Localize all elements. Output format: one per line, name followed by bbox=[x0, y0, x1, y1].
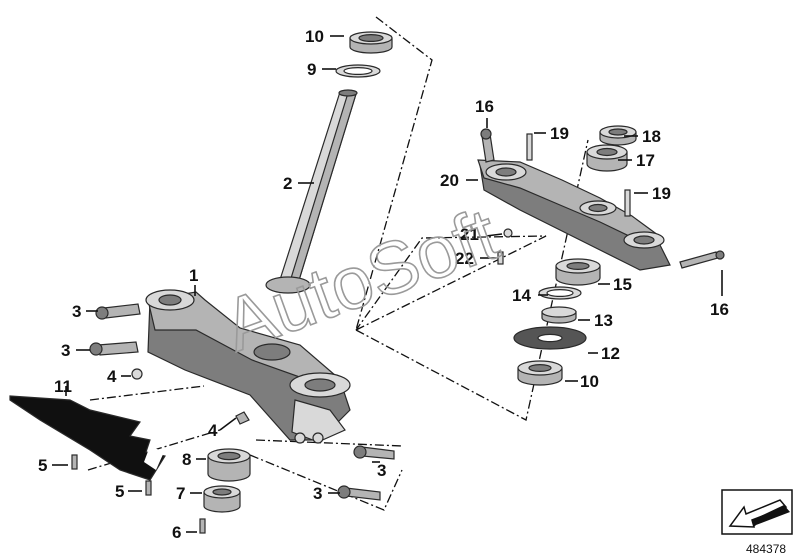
part-screws bbox=[71, 454, 206, 534]
callout-6: 6 bbox=[172, 523, 181, 542]
callout-20: 20 bbox=[440, 171, 459, 190]
callout-5-lower: 5 bbox=[115, 482, 124, 501]
callout-10-bottom: 10 bbox=[580, 372, 599, 391]
part-bridge-bolts bbox=[480, 128, 725, 269]
callout-10-top: 10 bbox=[305, 27, 324, 46]
callout-4-left: 4 bbox=[107, 367, 117, 386]
callout-17: 17 bbox=[636, 151, 655, 170]
part-small-bolts bbox=[131, 368, 250, 425]
part-seal-ring bbox=[335, 64, 381, 78]
callout-14: 14 bbox=[512, 286, 531, 305]
part-bearing-top bbox=[349, 31, 393, 54]
callout-19-right: 19 bbox=[652, 184, 671, 203]
part-lower-stack bbox=[513, 258, 601, 386]
callout-3-lower-right: 3 bbox=[377, 461, 386, 480]
part-upper-bearings bbox=[586, 125, 637, 172]
callout-3-upper: 3 bbox=[72, 302, 81, 321]
callout-7: 7 bbox=[176, 484, 185, 503]
corner-reference-box: 484378 bbox=[721, 489, 793, 556]
callout-1: 1 bbox=[189, 266, 198, 285]
callout-4-lower: 4 bbox=[208, 421, 218, 440]
callout-16-top: 16 bbox=[475, 97, 494, 116]
part-upper-fork-bridge bbox=[477, 159, 671, 271]
callout-21: 21 bbox=[460, 225, 479, 244]
callout-18: 18 bbox=[642, 127, 661, 146]
part-lower-fork-bridge bbox=[145, 289, 351, 444]
callout-12: 12 bbox=[601, 344, 620, 363]
callout-16-right: 16 bbox=[710, 300, 729, 319]
leader-lines bbox=[52, 35, 723, 533]
part-small-fasteners bbox=[497, 228, 513, 265]
callout-labels: 10 9 2 1 3 3 4 11 4 8 5 3 7 5 3 6 16 19 … bbox=[38, 27, 729, 542]
callout-13: 13 bbox=[594, 311, 613, 330]
part-lower-bearing bbox=[207, 448, 251, 482]
callout-2: 2 bbox=[283, 174, 292, 193]
part-sleeve bbox=[203, 485, 241, 513]
callout-11: 11 bbox=[54, 377, 72, 396]
callout-3-middle: 3 bbox=[61, 341, 70, 360]
watermark-text: AutoSoft bbox=[213, 192, 509, 367]
callout-19-top: 19 bbox=[550, 124, 569, 143]
callout-3-bottom: 3 bbox=[313, 484, 322, 503]
part-clamp-bolts bbox=[89, 303, 395, 501]
part-steering-stem bbox=[265, 89, 358, 294]
callout-8: 8 bbox=[182, 450, 191, 469]
reference-number: 484378 bbox=[746, 542, 786, 556]
arrow-down-left-icon bbox=[728, 499, 790, 528]
callout-15: 15 bbox=[613, 275, 632, 294]
callout-22: 22 bbox=[455, 249, 474, 268]
callout-5-left: 5 bbox=[38, 456, 47, 475]
part-cover-plate bbox=[9, 395, 166, 481]
callout-9: 9 bbox=[307, 60, 316, 79]
